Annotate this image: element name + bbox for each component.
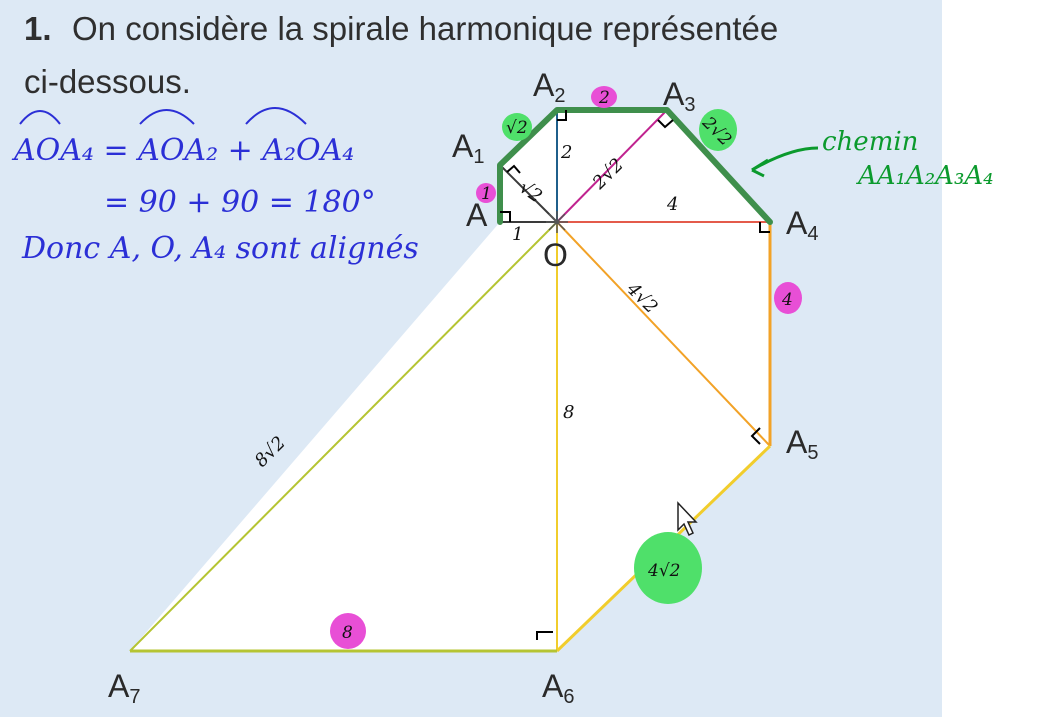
highlight-A5A6	[634, 532, 702, 604]
highlight-A6A7	[330, 613, 366, 649]
label-A4: A4	[786, 205, 818, 245]
green-note-line-2: AA₁A₂A₃A₄	[856, 161, 994, 191]
highlight-A1A2	[502, 113, 532, 141]
hl-label-A5A6: 4√2	[647, 561, 680, 581]
arc-mark-AOA4	[19, 110, 61, 125]
title-line-2: ci-dessous.	[24, 63, 191, 100]
right-angle-mark-A	[500, 211, 511, 222]
label-A2: A2	[533, 67, 565, 107]
label-A1: A1	[452, 128, 484, 168]
mouse-cursor-icon	[677, 501, 698, 537]
hl-label-A1A2: √2	[506, 118, 528, 138]
highlight-AA1	[476, 183, 496, 203]
right-angle-mark-A4	[759, 222, 770, 233]
segment-O-A7	[129, 221, 558, 652]
hl-label-A6A7: 8	[342, 623, 353, 643]
seg-label-O-A4: 4	[666, 194, 678, 215]
right-angle-mark-A1	[506, 164, 521, 174]
highlight-A2A3	[591, 86, 617, 108]
blue-note-line-3: Donc A, O, A₄ sont alignés	[21, 231, 419, 266]
right-angle-mark-A3	[657, 119, 674, 129]
hl-label-AA1: 1	[481, 184, 492, 204]
hl-label-A2A3: 2	[598, 88, 610, 108]
green-arrow-head	[751, 158, 769, 178]
title-number: 1.	[24, 10, 52, 47]
green-path	[497, 107, 773, 225]
blue-note-line-2: = 90 + 90 = 180°	[104, 185, 376, 220]
segment-O-A5	[556, 221, 771, 447]
seg-label-O-A6: 8	[563, 402, 574, 423]
spiral-fill	[130, 110, 770, 651]
right-angle-mark-A5	[750, 427, 761, 445]
label-A6: A6	[542, 668, 574, 708]
green-note-line-1: chemin	[822, 127, 918, 157]
title-line-1: On considère la spirale harmonique repré…	[72, 10, 778, 47]
label-A3: A3	[663, 76, 695, 116]
label-A: A	[466, 197, 488, 233]
arc-mark-A2OA4	[245, 107, 307, 125]
arc-mark-AOA2	[139, 109, 195, 125]
seg-label-O-A2: 2	[560, 142, 572, 163]
segment-O-A1	[499, 164, 558, 223]
right-angle-mark-A6	[536, 631, 553, 640]
hl-label-A4A5: 4	[781, 290, 793, 310]
label-O: O	[543, 237, 568, 273]
label-A7: A7	[108, 668, 140, 708]
center-star-mark	[546, 211, 568, 233]
blue-note-line-1: AOA₄ = AOA₂ + A₂OA₄	[11, 133, 354, 168]
highlight-A3A4	[699, 109, 737, 151]
right-angle-mark-A2	[557, 110, 567, 121]
segment-O-A3	[556, 109, 668, 223]
highlight-A4A5	[774, 282, 802, 314]
seg-label-A-O: 1	[512, 224, 523, 245]
label-A5: A5	[786, 424, 818, 464]
